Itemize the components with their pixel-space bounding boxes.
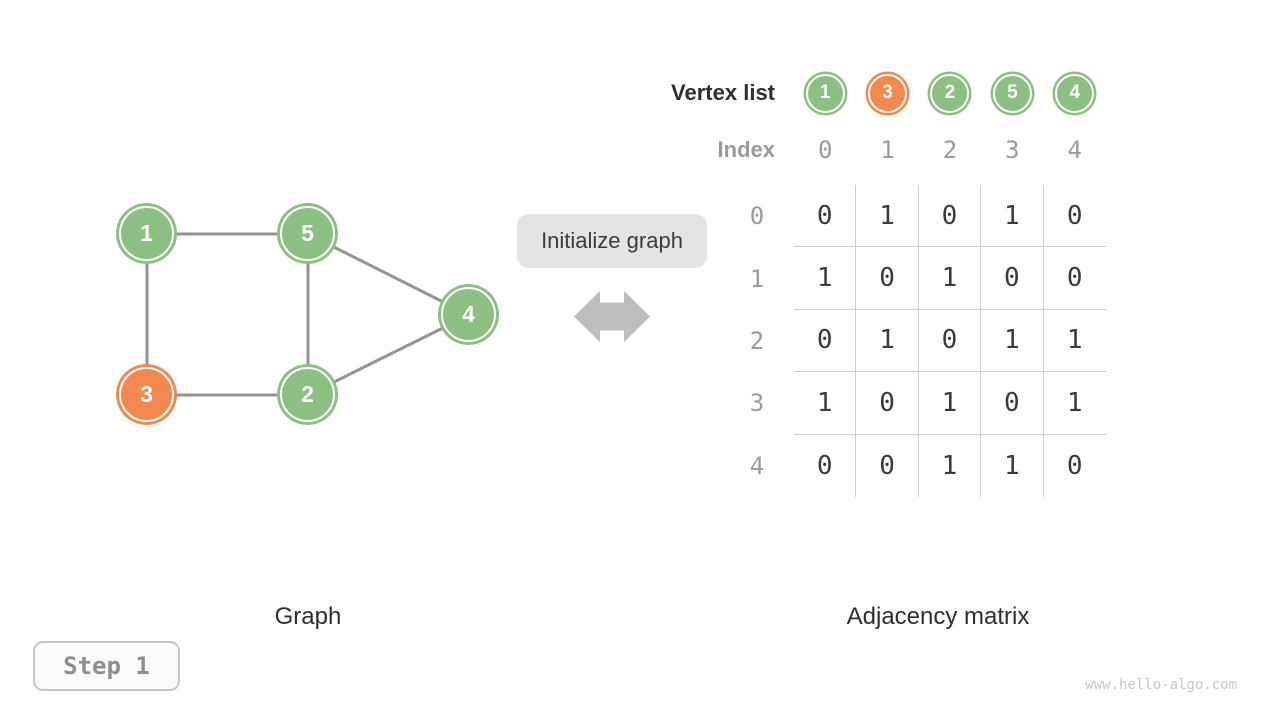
matrix-cell: 0	[1066, 450, 1083, 481]
row-label: 0	[749, 202, 765, 231]
matrix-cell: 0	[981, 247, 1044, 310]
matrix-cell: 1	[794, 372, 857, 435]
matrix-cell: 1	[981, 309, 1044, 373]
index-value: 3	[1005, 136, 1020, 164]
matrix-cell: 1	[1043, 310, 1106, 373]
vertex-chip-1: 1	[805, 73, 845, 113]
matrix-cell: 0	[981, 372, 1044, 435]
matrix-cell: 1	[918, 247, 982, 310]
site-watermark: www.hello-algo.com	[1085, 677, 1237, 693]
adjacency-matrix-caption: Adjacency matrix	[846, 603, 1030, 630]
matrix-cell: 0	[794, 309, 857, 373]
matrix-row-labels: 0 1 2 3 4	[727, 185, 787, 497]
graph-node-2: 2	[280, 367, 335, 422]
index-label: Index	[717, 137, 775, 162]
matrix-cell: 0	[918, 185, 982, 248]
matrix-cell: 1	[918, 372, 982, 435]
vertex-list-label: Vertex list	[671, 80, 775, 105]
adjacency-matrix: 0 1 0 1 0 1 0 1 0 0 0 1 0 1 1 1 0 1 0 1 …	[794, 185, 1106, 497]
graph-node-3: 3	[119, 367, 174, 422]
vertex-list-row: 1 3 2 5 4	[794, 62, 1106, 124]
matrix-cell: 1	[981, 434, 1044, 497]
matrix-cell: 0	[856, 247, 919, 310]
row-label: 1	[749, 264, 765, 293]
index-row: 0 1 2 3 4	[794, 119, 1106, 181]
index-value: 2	[942, 136, 958, 164]
index-value: 1	[880, 136, 895, 164]
row-label: 2	[749, 326, 765, 355]
matrix-cell: 0	[1043, 185, 1106, 248]
action-label-box: Initialize graph	[517, 214, 707, 268]
vertex-chip-2: 2	[930, 73, 970, 113]
index-value: 4	[1067, 136, 1082, 164]
index-value: 0	[817, 136, 833, 164]
vertex-chip-5: 5	[992, 73, 1032, 113]
graph-caption: Graph	[274, 603, 342, 630]
matrix-cell: 0	[794, 185, 857, 248]
matrix-cell: 0	[856, 434, 919, 497]
vertex-chip-4: 4	[1055, 73, 1095, 113]
matrix-cell: 1	[919, 434, 982, 497]
row-label: 3	[749, 389, 765, 418]
graph-node-4: 4	[441, 287, 496, 342]
matrix-cell: 1	[794, 247, 857, 310]
graph-node-5: 5	[280, 206, 335, 261]
matrix-cell: 1	[981, 185, 1044, 248]
step-badge: Step 1	[33, 641, 180, 691]
row-label: 4	[749, 451, 765, 480]
matrix-cell: 0	[856, 372, 919, 435]
vertex-chip-3: 3	[868, 73, 908, 113]
matrix-cell: 0	[918, 309, 982, 373]
matrix-cell: 1	[856, 185, 919, 248]
double-arrow-icon	[574, 291, 650, 342]
graph-node-1: 1	[119, 206, 174, 261]
matrix-cell: 1	[856, 309, 919, 373]
matrix-cell: 1	[1043, 372, 1106, 435]
matrix-cell: 0	[794, 434, 857, 497]
matrix-cell: 0	[1043, 247, 1106, 310]
